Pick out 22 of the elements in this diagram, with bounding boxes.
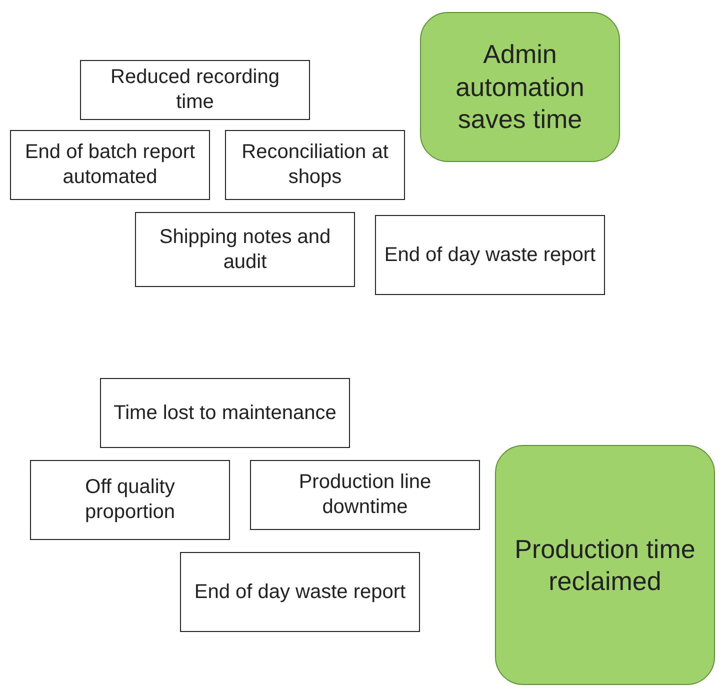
item-text: Time lost to maintenance bbox=[114, 400, 336, 426]
item-text: End of day waste report bbox=[384, 242, 596, 268]
item-text: Production line downtime bbox=[298, 470, 432, 520]
text-box bbox=[250, 460, 480, 530]
summary-text: Admin automation saves time bbox=[454, 38, 586, 136]
summary-box bbox=[495, 445, 715, 685]
text-box bbox=[100, 378, 350, 448]
text-box bbox=[10, 130, 210, 200]
text-box bbox=[30, 460, 230, 540]
item-text: End of day waste report bbox=[194, 580, 406, 604]
summary-box bbox=[420, 12, 620, 162]
text-box bbox=[375, 215, 605, 295]
text-box bbox=[225, 130, 405, 200]
item-text: Reconciliation at shops bbox=[240, 140, 390, 190]
item-text: Off quality proportion bbox=[84, 475, 176, 525]
item-text: Shipping notes and audit bbox=[158, 224, 332, 274]
item-text: End of batch report automated bbox=[24, 140, 196, 190]
text-box bbox=[135, 212, 355, 287]
summary-text: Production time reclaimed bbox=[514, 532, 696, 598]
text-box bbox=[180, 552, 420, 632]
item-text: Reduced recording time bbox=[110, 65, 280, 115]
text-box bbox=[80, 60, 310, 120]
